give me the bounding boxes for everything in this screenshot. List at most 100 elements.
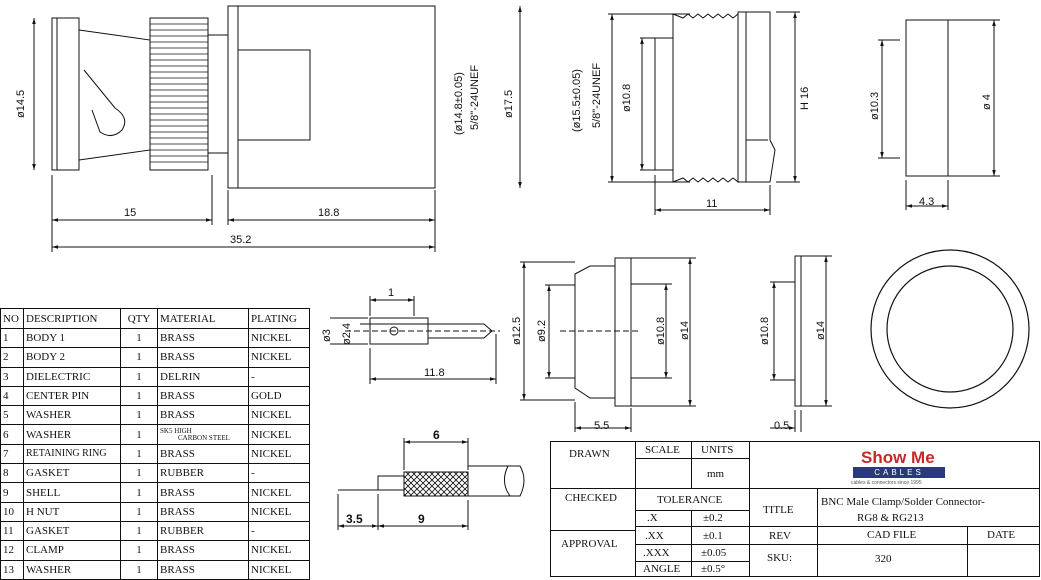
dim-dia-10-3: ø10.3 (869, 92, 881, 120)
cell-no: 8 (0, 463, 24, 484)
dim-len-5-5: 5.5 (594, 420, 609, 432)
dim-len-6: 6 (433, 428, 440, 442)
scale-label: SCALE (645, 444, 680, 456)
approval-label: APPROVAL (561, 538, 618, 550)
cell-no: 1 (0, 327, 24, 349)
cell-material: BRASS (157, 405, 249, 426)
dim-len-0-5: 0.5 (774, 420, 789, 432)
cell-desc: RETAINING RING (23, 443, 121, 465)
cell-desc: SHELL (23, 482, 121, 503)
dim-dia-14-8: (ø14.8±0.05) (453, 72, 465, 135)
washer-side-view (770, 255, 832, 432)
dim-dia-3: ø3 (321, 329, 333, 342)
cell-no: 2 (0, 347, 24, 368)
dim-dia-14-5: ø14.5 (15, 90, 27, 118)
dim-dia-2-4: ø2.4 (341, 323, 353, 345)
parts-table-header: NO DESCRIPTION QTY MATERIAL PLATING (0, 308, 310, 329)
angle-label: ANGLE (643, 563, 681, 575)
cell-plating: NICKEL (248, 482, 310, 503)
dim-dia-17-5: ø17.5 (503, 90, 515, 118)
dim-dia-12-5: ø12.5 (511, 317, 523, 345)
connector-side-view (32, 5, 522, 252)
cell-plating: - (248, 366, 310, 387)
cell-no: 12 (0, 540, 24, 561)
dim-len-1: 1 (388, 287, 394, 299)
cell-desc: GASKET (23, 463, 121, 484)
checked-label: CHECKED (565, 492, 617, 504)
cell-qty: 1 (120, 482, 158, 503)
dim-dia-14-washer: ø14 (815, 321, 827, 340)
cell-material: BRASS (157, 385, 249, 407)
hnut-view (608, 11, 800, 215)
cell-qty: 1 (120, 443, 158, 465)
sku-label: SKU: (767, 552, 793, 564)
logo-sub-text: CABLES (853, 467, 945, 478)
cell-material: BRASS (157, 443, 249, 465)
material-line1: SK5 HIGH (160, 426, 192, 435)
cell-qty: 1 (120, 347, 158, 368)
sku-value: 320 (875, 553, 892, 565)
tol-xx-label: .XX (645, 530, 664, 542)
header-no: NO (0, 308, 24, 329)
cell-material: BRASS (157, 559, 249, 580)
title-block: DRAWN SCALE UNITS mm CHECKED TOLERANCE A… (550, 441, 1040, 577)
cell-desc: CLAMP (23, 540, 121, 561)
dim-dia-14-body2: ø14 (679, 321, 691, 340)
gasket-view (878, 19, 1000, 210)
tol-xxx-value: ±0.05 (701, 547, 727, 559)
title-line1: BNC Male Clamp/Solder Connector- (821, 496, 985, 508)
cell-desc: WASHER (23, 424, 121, 445)
cell-desc: BODY 1 (23, 327, 121, 349)
cable-strip-view (337, 438, 525, 530)
material-line2: CARBON STEEL (178, 433, 230, 442)
cell-desc: DIELECTRIC (23, 366, 121, 387)
cell-qty: 1 (120, 424, 158, 445)
cell-material: RUBBER (157, 520, 249, 542)
washer-front-view (870, 249, 1030, 409)
dim-thread-left: 5/8"-24UNEF (469, 65, 481, 130)
angle-value: ±0.5° (701, 563, 726, 575)
header-qty: QTY (120, 308, 158, 329)
dim-len-11-8: 11.8 (424, 367, 445, 379)
logo-main-text: Show Me (861, 448, 935, 467)
rev-label: REV (769, 530, 791, 542)
cell-desc: GASKET (23, 520, 121, 542)
cell-desc: WASHER (23, 559, 121, 580)
cell-plating: - (248, 463, 310, 484)
cell-qty: 1 (120, 501, 158, 522)
cell-material: BRASS (157, 347, 249, 368)
dim-dia-4: ø 4 (981, 94, 993, 110)
tol-x-label: .X (647, 512, 658, 524)
tol-x-value: ±0.2 (703, 512, 723, 524)
tol-xxx-label: .XXX (643, 547, 670, 559)
cell-plating: - (248, 520, 310, 542)
cell-material: BRASS (157, 501, 249, 522)
cell-no: 5 (0, 405, 24, 426)
cell-desc: CENTER PIN (23, 385, 121, 407)
logo-tagline: cables & connectors since 1995 (851, 480, 922, 486)
cell-material: RUBBER (157, 463, 249, 484)
cell-material: BRASS (157, 482, 249, 503)
body2-view (520, 257, 696, 432)
dim-len-35-2: 35.2 (230, 234, 251, 246)
dim-len-15: 15 (124, 207, 136, 219)
cell-plating: NICKEL (248, 559, 310, 580)
dim-thread-middle: 5/8"-24UNEF (591, 63, 603, 128)
cell-plating: NICKEL (248, 540, 310, 561)
cell-plating: NICKEL (248, 405, 310, 426)
dim-dia-9-2: ø9.2 (536, 320, 548, 342)
header-description: DESCRIPTION (23, 308, 121, 329)
